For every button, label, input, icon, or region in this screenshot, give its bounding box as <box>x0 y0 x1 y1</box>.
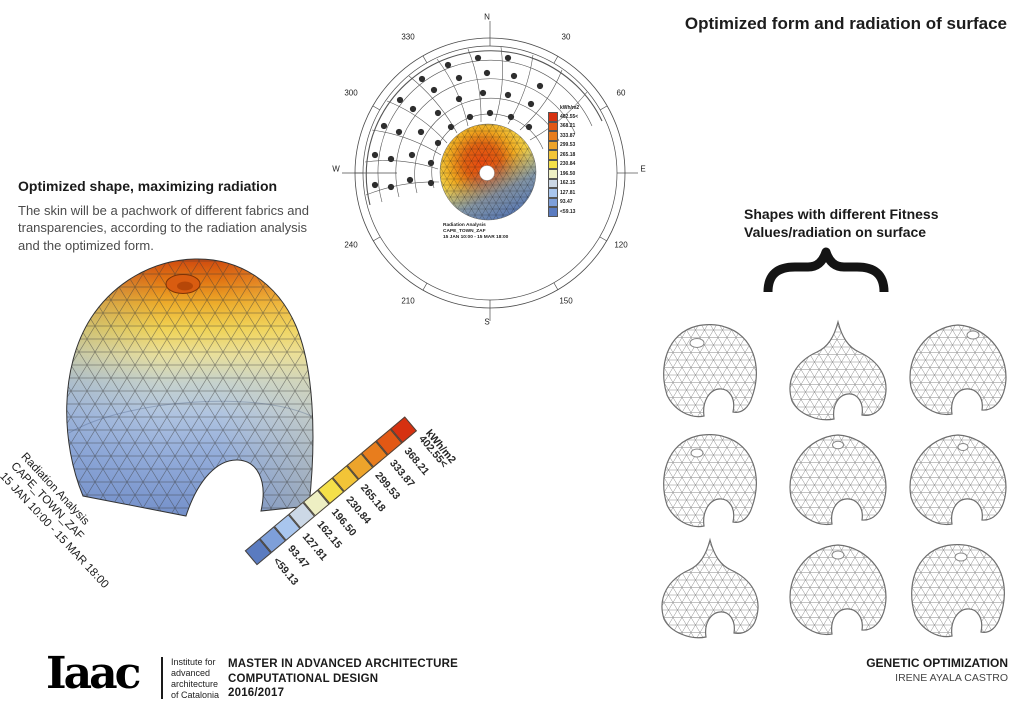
left-section-body: The skin will be a pachwork of different… <box>18 203 309 253</box>
legend-swatch <box>548 121 558 131</box>
radiation-disc <box>439 123 537 221</box>
compass-label-s: S <box>484 317 490 327</box>
legend-unit: kWh/m2 <box>560 105 580 111</box>
compass-label-210: 210 <box>401 296 415 306</box>
sun-diagram-caption: Radiation Analysis CAPE_TOWN_ZAF 15 JAN … <box>443 223 509 241</box>
compass-label-300: 300 <box>344 88 358 98</box>
shape-4 <box>663 434 757 528</box>
optimized-dome-mesh <box>66 258 314 517</box>
legend-swatch <box>548 159 558 169</box>
right-section-heading: Shapes with different Fitness Values/rad… <box>744 206 939 240</box>
legend-value: 299.53 <box>560 142 576 149</box>
legend-value: 162.15 <box>560 180 576 187</box>
shape-7 <box>661 539 759 639</box>
compass-label-n: N <box>484 12 490 22</box>
left-section-heading: Optimized shape, maximizing radiation <box>18 178 278 194</box>
project-credit: GENETIC OPTIMIZATION IRENE AYALA CASTRO <box>866 656 1008 684</box>
compass-label-w: W <box>332 164 340 174</box>
shape-1 <box>663 324 757 418</box>
legend-value: <59.13 <box>560 208 576 215</box>
legend-value: 265.18 <box>560 151 576 158</box>
legend-swatch <box>548 197 558 207</box>
compass-label-60: 60 <box>616 88 626 98</box>
compass-label-330: 330 <box>401 32 415 42</box>
sun-path-diagram <box>342 21 638 321</box>
program-title: MASTER IN ADVANCED ARCHITECTURE COMPUTAT… <box>228 658 459 700</box>
shape-6 <box>909 434 1007 526</box>
legend-value: 333.87 <box>560 132 576 139</box>
legend-value: 127.81 <box>560 189 576 196</box>
legend-swatch <box>548 169 558 179</box>
legend-swatch <box>548 207 558 217</box>
shapes-grid <box>661 321 1007 639</box>
shape-9 <box>911 544 1005 638</box>
sun-position-dots <box>371 54 544 191</box>
legend-value: 368.21 <box>560 123 576 130</box>
legend-swatch <box>548 131 558 141</box>
shape-8 <box>789 544 887 636</box>
compass-label-240: 240 <box>344 240 358 250</box>
legend-value: 402.55< <box>560 113 579 120</box>
logo-divider <box>161 657 163 699</box>
shape-3 <box>909 324 1007 416</box>
legend-swatch <box>548 188 558 198</box>
compass-label-30: 30 <box>561 32 571 42</box>
legend-value: 93.47 <box>560 199 573 206</box>
legend-value: 230.84 <box>560 161 576 168</box>
legend-swatch <box>548 140 558 150</box>
compass-label-e: E <box>640 164 646 174</box>
legend-swatch <box>548 150 558 160</box>
brace-icon <box>763 247 889 293</box>
project-title: GENETIC OPTIMIZATION <box>866 656 1008 670</box>
compass-label-150: 150 <box>559 296 573 306</box>
page-title: Optimized form and radiation of surface <box>684 14 1007 33</box>
institute-name: Institute for advanced architecture of C… <box>171 657 220 700</box>
legend-swatch <box>548 178 558 188</box>
compass-label-120: 120 <box>614 240 628 250</box>
sun-diagram-legend: kWh/m2 402.55< 368.21 333.87 299.53 265.… <box>548 105 594 217</box>
legend-value: 196.50 <box>560 170 576 177</box>
iaac-logo: Iaac <box>46 648 141 699</box>
shape-5 <box>789 434 887 526</box>
author-name: IRENE AYALA CASTRO <box>895 672 1008 684</box>
shape-2 <box>789 321 887 421</box>
legend-swatch <box>548 112 558 122</box>
